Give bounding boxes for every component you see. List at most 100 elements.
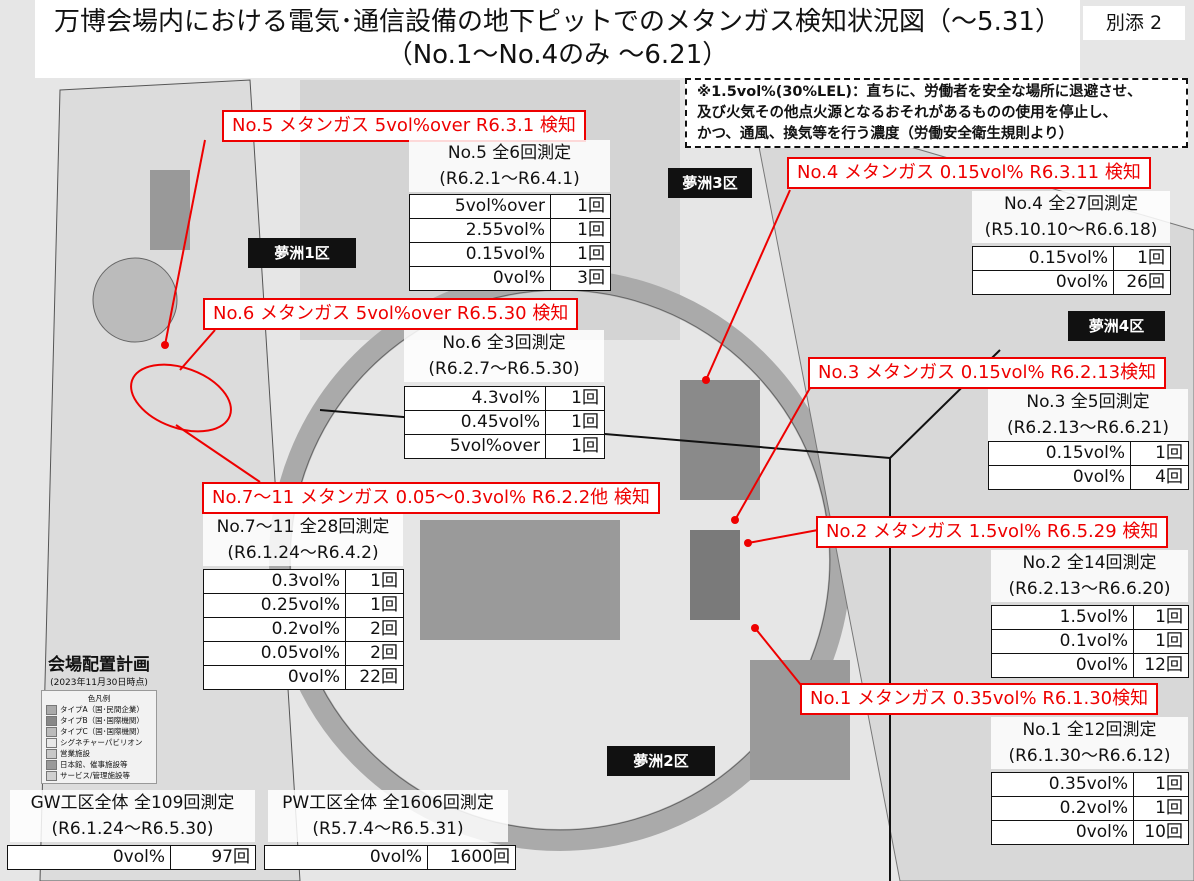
legend-date: (2023年11月30日時点) bbox=[50, 678, 148, 688]
detection-label: No.7～11 メタンガス 0.05～0.3vol% R6.2.2他 検知 bbox=[202, 482, 660, 514]
concentration-cell: 4.3vol% bbox=[404, 386, 546, 411]
count-cell: 22回 bbox=[345, 665, 404, 690]
legend-item: タイプA（国･民間企業） bbox=[46, 704, 152, 715]
measurement-title: No.2 全14回測定 bbox=[1022, 553, 1157, 573]
table-row: 2.55vol%1回 bbox=[409, 218, 611, 243]
detection-label: No.5 メタンガス 5vol%over R6.3.1 検知 bbox=[222, 110, 586, 142]
table-row: 0.35vol%1回 bbox=[991, 772, 1189, 797]
table-row: 4.3vol%1回 bbox=[404, 386, 605, 411]
measurement-period: (R5.7.4～R6.5.31) bbox=[312, 819, 464, 839]
legend-swatch bbox=[46, 760, 57, 770]
measurement-header: PW工区全体 全1606回測定(R5.7.4～R6.5.31) bbox=[268, 790, 508, 842]
concentration-cell: 0vol% bbox=[7, 845, 171, 870]
measurement-table: 0vol%1600回 bbox=[264, 845, 516, 870]
measurement-header: No.4 全27回測定 (R5.10.10～R6.6.18) bbox=[972, 191, 1170, 243]
legend-item-label: タイプA（国･民間企業） bbox=[60, 705, 144, 714]
legend-swatch bbox=[46, 705, 57, 715]
count-cell: 1回 bbox=[1133, 605, 1189, 630]
measurement-table: 0vol%97回 bbox=[7, 845, 256, 870]
count-cell: 12回 bbox=[1133, 653, 1189, 678]
detection-points bbox=[161, 341, 759, 632]
legend-swatch bbox=[46, 771, 57, 781]
zone-label: 夢洲3区 bbox=[668, 168, 752, 198]
table-row: 0vol%12回 bbox=[991, 653, 1189, 678]
count-cell: 2回 bbox=[345, 617, 404, 642]
detection-label: No.6 メタンガス 5vol%over R6.5.30 検知 bbox=[203, 298, 579, 330]
measurement-title: GW工区全体 全109回測定 bbox=[30, 793, 235, 813]
table-row: 0.05vol%2回 bbox=[203, 641, 404, 666]
count-cell: 3回 bbox=[550, 266, 611, 291]
count-cell: 1回 bbox=[345, 593, 404, 618]
notice-line: 及び火気その他点火源となるおそれがあるものの使用を停止し、 bbox=[697, 105, 1118, 121]
measurement-header: GW工区全体 全109回測定 (R6.1.24～R6.5.30) bbox=[10, 790, 255, 842]
count-cell: 1回 bbox=[545, 386, 605, 411]
measurement-period: (R5.10.10～R6.6.18) bbox=[984, 220, 1158, 240]
legend-item-label: 営業施設 bbox=[60, 749, 90, 758]
concentration-cell: 5vol%over bbox=[409, 194, 551, 219]
zone-label: 夢洲2区 bbox=[607, 746, 715, 776]
zone-label: 夢洲4区 bbox=[1068, 311, 1165, 341]
concentration-cell: 0vol% bbox=[203, 665, 346, 690]
concentration-cell: 0vol% bbox=[991, 653, 1134, 678]
measurement-header: No.5 全6回測定(R6.2.1～R6.4.1) bbox=[409, 140, 610, 192]
table-row: 0.1vol%1回 bbox=[991, 629, 1189, 654]
concentration-cell: 0vol% bbox=[988, 465, 1131, 490]
concentration-cell: 0.25vol% bbox=[203, 593, 346, 618]
detection-label: No.3 メタンガス 0.15vol% R6.2.13検知 bbox=[808, 357, 1167, 389]
title-line2: （No.1～No.4のみ ～6.21） bbox=[386, 40, 729, 70]
count-cell: 2回 bbox=[345, 641, 404, 666]
concentration-cell: 0.15vol% bbox=[988, 441, 1131, 466]
measurement-period: (R6.2.13～R6.6.20) bbox=[1008, 579, 1171, 599]
page-title: 万博会場内における電気･通信設備の地下ピットでのメタンガス検知状況図（～5.31… bbox=[35, 0, 1080, 78]
count-cell: 1回 bbox=[1130, 441, 1189, 466]
measurement-title: No.1 全12回測定 bbox=[1022, 720, 1157, 740]
measurement-title: No.3 全5回測定 bbox=[1026, 392, 1150, 412]
concentration-cell: 0.35vol% bbox=[991, 772, 1134, 797]
count-cell: 1回 bbox=[550, 194, 611, 219]
map-legend: 会場配置計画 (2023年11月30日時点) 色凡例 タイプA（国･民間企業） タ… bbox=[35, 650, 163, 795]
measurement-period: (R6.1.24～R6.4.2) bbox=[227, 543, 379, 563]
table-row: 0.15vol%1回 bbox=[409, 242, 611, 267]
table-row: 0.15vol%1回 bbox=[972, 246, 1171, 271]
legend-swatch bbox=[46, 749, 57, 759]
legend-swatch bbox=[46, 716, 57, 726]
measurement-title: No.4 全27回測定 bbox=[1003, 194, 1139, 214]
table-row: 0vol%1600回 bbox=[264, 845, 516, 870]
title-line1: 万博会場内における電気･通信設備の地下ピットでのメタンガス検知状況図（～5.31… bbox=[54, 7, 1061, 37]
concentration-cell: 0.2vol% bbox=[203, 617, 346, 642]
table-row: 0.45vol%1回 bbox=[404, 410, 605, 435]
detection-label: No.4 メタンガス 0.15vol% R6.3.11 検知 bbox=[787, 157, 1151, 189]
table-row: 0.15vol%1回 bbox=[988, 441, 1189, 466]
legend-item: タイプB（国･国際機関） bbox=[46, 715, 152, 726]
concentration-cell: 0.15vol% bbox=[409, 242, 551, 267]
measurement-period: (R6.2.7～R6.5.30) bbox=[428, 359, 580, 379]
legend-item-label: サービス/管理施設等 bbox=[60, 771, 131, 780]
count-cell: 1回 bbox=[550, 218, 611, 243]
measurement-period: (R6.2.13～R6.6.21) bbox=[1006, 418, 1170, 438]
legend-heading: 色凡例 bbox=[87, 694, 111, 703]
concentration-cell: 0vol% bbox=[264, 845, 428, 870]
count-cell: 97回 bbox=[170, 845, 256, 870]
legend-item-label: 日本館、催事施設等 bbox=[60, 760, 128, 769]
table-row: 0.2vol%2回 bbox=[203, 617, 404, 642]
concentration-cell: 0.05vol% bbox=[203, 641, 346, 666]
count-cell: 1回 bbox=[1133, 772, 1189, 797]
legend-title: 会場配置計画 bbox=[48, 655, 150, 675]
notice-line: ※1.5vol%(30%LEL)：直ちに、労働者を安全な場所に退避させ、 bbox=[697, 84, 1142, 100]
count-cell: 1回 bbox=[545, 410, 605, 435]
measurement-period: (R6.1.24～R6.5.30) bbox=[51, 819, 214, 839]
count-cell: 1回 bbox=[1133, 796, 1189, 821]
count-cell: 1回 bbox=[1133, 629, 1189, 654]
legend-item-label: シグネチャーパビリオン bbox=[60, 738, 143, 747]
legend-item-label: タイプB（国･国際機関） bbox=[60, 716, 144, 725]
notice-line: かつ、通風、換気等を行う濃度（労働安全衛生規則より） bbox=[697, 126, 1074, 142]
legend-item: サービス/管理施設等 bbox=[46, 770, 152, 781]
measurement-header: No.1 全12回測定(R6.1.30～R6.6.12) bbox=[991, 717, 1188, 769]
table-row: 1.5vol%1回 bbox=[991, 605, 1189, 630]
measurement-title: No.7～11 全28回測定 bbox=[216, 517, 390, 537]
measurement-header: No.2 全14回測定 (R6.2.13～R6.6.20) bbox=[991, 550, 1188, 602]
concentration-cell: 0.3vol% bbox=[203, 569, 346, 594]
